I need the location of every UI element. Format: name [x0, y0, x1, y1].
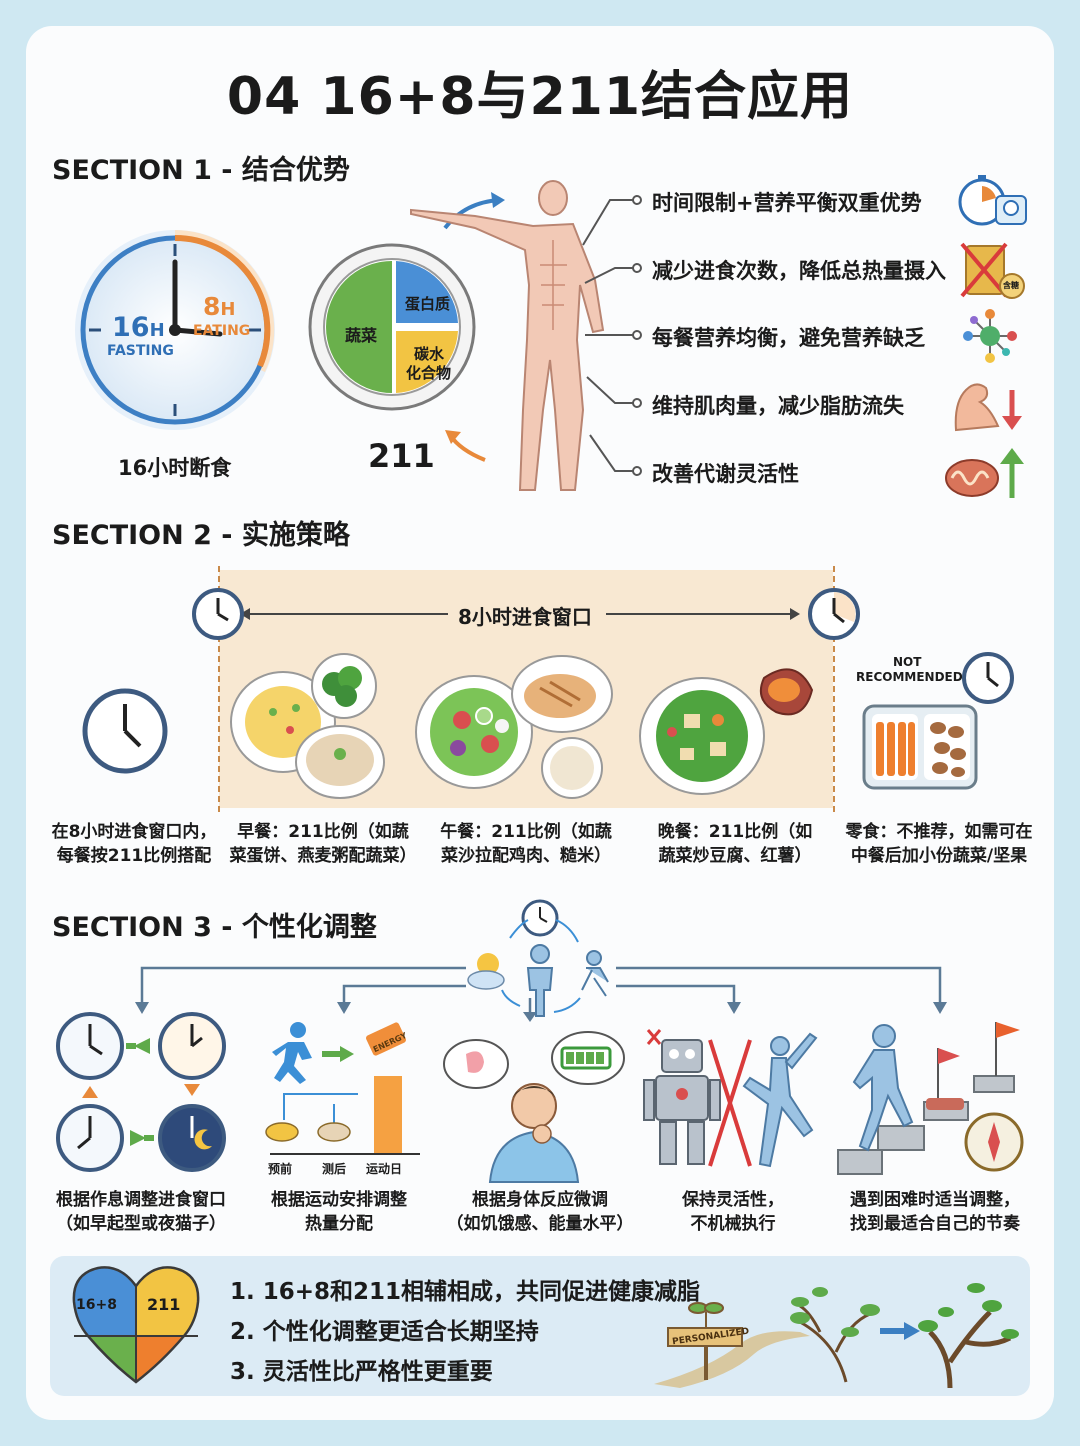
center-clock-icon [521, 899, 559, 937]
snack-box-icon [862, 704, 978, 790]
bar-label-pre: 预前 [268, 1162, 293, 1176]
schedule-caption: 根据作息调整进食窗口（如早起型或夜猫子） [56, 1190, 226, 1234]
benefit-item: 维持肌肉量，减少脂肪流失 [652, 394, 904, 418]
benefit-connectors [582, 195, 642, 476]
benefit-item: 时间限制+营养平衡双重优势 [652, 191, 922, 215]
puzzle-heart-icon [72, 1266, 200, 1384]
not-label: NOT [893, 655, 922, 669]
person-icon [526, 944, 554, 1017]
benefit-item: 改善代谢灵活性 [652, 462, 799, 486]
bar-label-post: 测后 [322, 1162, 347, 1176]
summary-point: 3. 灵活性比严格性更重要 [230, 1359, 493, 1385]
progress-steps-icon [837, 1022, 1024, 1175]
benefit-item: 减少进食次数，降低总热量摄入 [652, 259, 946, 283]
strategy-caption: 在8小时进食窗口内，每餐按211比例搭配 [51, 822, 217, 866]
sun-cloud-icon [467, 953, 505, 990]
plate-211-icon [308, 243, 476, 411]
growth-path-icon [654, 1283, 1019, 1389]
eating-word: EATING [193, 323, 251, 339]
exercise-energy-icon [265, 1022, 420, 1155]
body-feedback-icon [443, 1031, 625, 1183]
human-body-icon [410, 180, 605, 491]
summary-point: 2. 个性化调整更适合长期坚持 [230, 1319, 539, 1345]
runner-icon [581, 950, 609, 997]
sugar-tag: 含糖 [1003, 281, 1019, 290]
window-label: 8小时进食窗口 [458, 605, 592, 629]
body-feedback-caption: 根据身体反应微调（如饥饿感、能量水平） [446, 1190, 634, 1234]
plate-211-label: 211 [368, 437, 435, 475]
plate-protein-label: 蛋白质 [405, 295, 451, 313]
plate-veg-label: 蔬菜 [345, 326, 378, 345]
window-start-clock-icon [192, 588, 244, 640]
sleep-cycle-clocks-icon [56, 1012, 226, 1172]
eating-hours: 8H [203, 292, 236, 321]
snack-clock-icon [962, 652, 1014, 704]
page-title: 04 16+8与211结合应用 [226, 67, 854, 127]
window-end-line [833, 566, 835, 812]
breakfast-caption: 早餐：211比例（如蔬菜蛋饼、燕麦粥配蔬菜） [229, 822, 417, 866]
flexibility-robot-icon [643, 1029, 818, 1168]
heart-left-label: 16+8 [76, 1297, 117, 1313]
section-1-heading: SECTION 1 - 结合优势 [52, 155, 350, 186]
benefit-item: 每餐营养均衡，避免营养缺乏 [652, 326, 925, 350]
exercise-caption: 根据运动安排调整热量分配 [271, 1190, 407, 1234]
snack-caption: 零食：不推荐，如需可在中餐后加小份蔬菜/坚果 [845, 822, 1033, 866]
personalization-flow [135, 899, 947, 1022]
plate-carb-label-2: 化合物 [406, 364, 452, 382]
dinner-icon [639, 668, 814, 795]
breakfast-icon [230, 653, 385, 799]
adjust-caption: 遇到困难时适当调整，找到最适合自己的节奏 [850, 1190, 1020, 1234]
fasting-clock-icon [75, 230, 275, 430]
dinner-caption: 晚餐：211比例（如蔬菜炒豆腐、红薯） [657, 822, 813, 866]
lunch-caption: 午餐：211比例（如蔬菜沙拉配鸡肉、糙米） [440, 822, 612, 866]
window-start-line [218, 566, 220, 812]
fasting-hours: 16H [112, 312, 165, 343]
no-junk-food-icon [960, 242, 1025, 299]
plate-carb-label-1: 碳水 [414, 345, 445, 363]
flexibility-caption: 保持灵活性，不机械执行 [682, 1190, 784, 1234]
pre-window-clock-icon [82, 688, 168, 774]
nutrient-molecule-icon [963, 309, 1017, 363]
recommended-label: RECOMMENDED [856, 670, 963, 684]
muscle-arm-icon [954, 383, 1022, 432]
summary-panel [50, 1256, 1030, 1396]
heart-right-label: 211 [147, 1295, 181, 1314]
clock-caption: 16小时断食 [118, 456, 232, 480]
fasting-word: FASTING [107, 343, 174, 359]
lunch-icon [415, 655, 613, 799]
window-end-clock-icon [808, 588, 860, 640]
timer-scale-icon [958, 175, 1027, 226]
section-2-heading: SECTION 2 - 实施策略 [52, 520, 350, 551]
summary-point: 1. 16+8和211相辅相成，共同促进健康减脂 [230, 1279, 701, 1305]
bar-label-exercise-day: 运动日 [366, 1162, 403, 1176]
mitochondria-up-icon [945, 448, 1024, 498]
window-timeline [192, 588, 860, 640]
section-3-heading: SECTION 3 - 个性化调整 [52, 912, 377, 943]
